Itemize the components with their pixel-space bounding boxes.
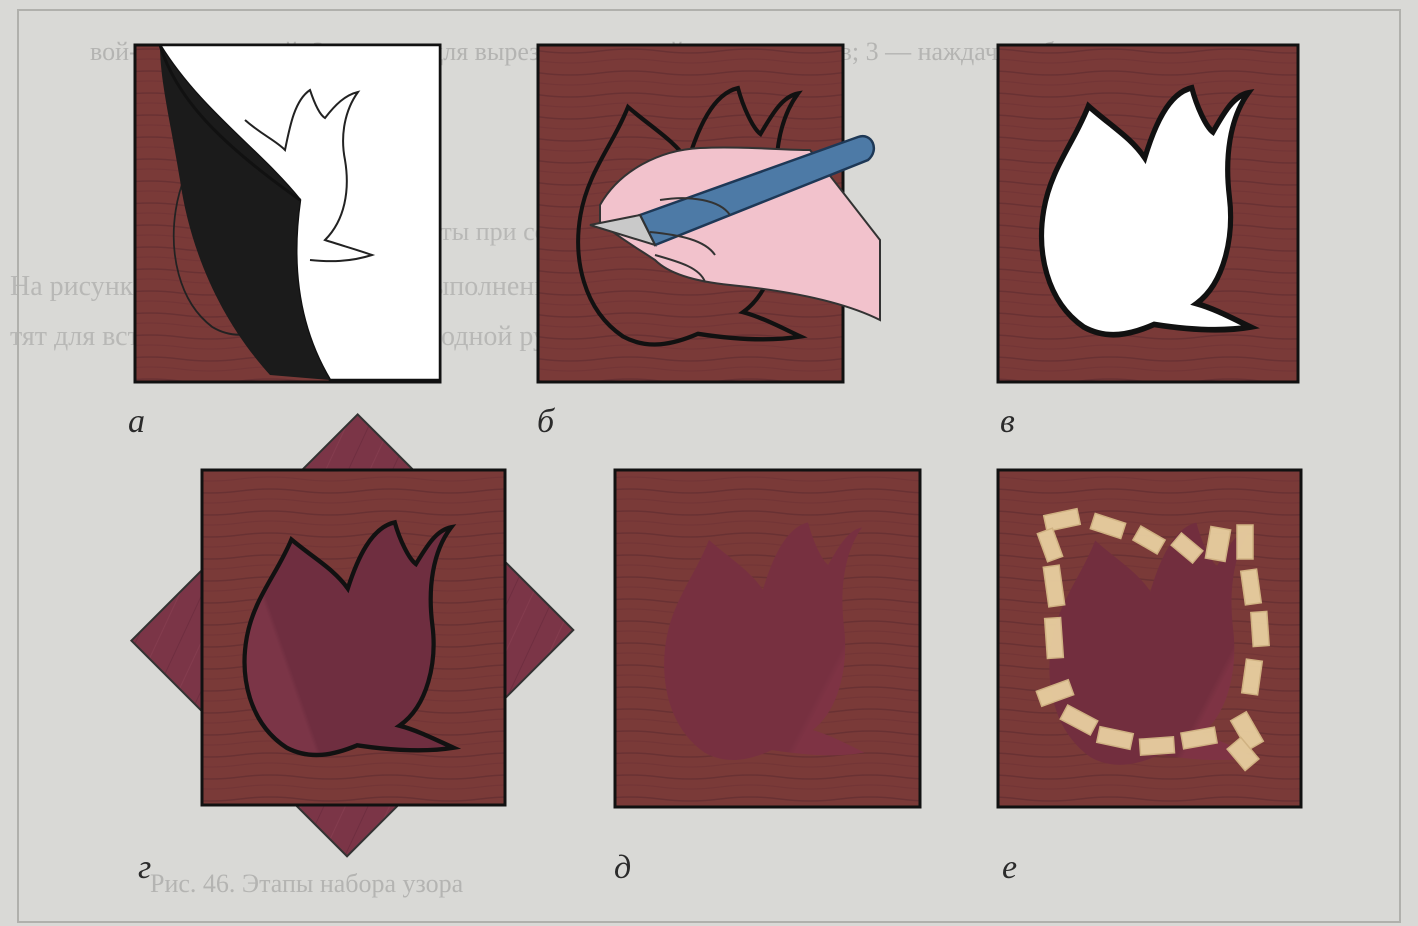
bleed-caption: Рис. 46. Этапы набора узора [150,869,464,898]
tape-strip [1139,737,1174,755]
tape-strip [1237,525,1253,559]
panel-g-label: г [138,849,151,886]
panel-v-label: в [1000,403,1015,440]
panel-a-label: а [128,403,145,440]
panel-b-label: б [537,403,556,440]
tape-strip [1045,617,1064,658]
panel-d [615,470,920,807]
panel-v [998,45,1298,382]
panel-e-label: е [1002,849,1017,886]
panel-d-label: д [614,849,631,886]
panel-a [135,45,440,382]
tape-strip [1251,611,1269,646]
panel-e [998,470,1301,807]
panel-b [538,45,880,382]
panel-g [131,414,573,856]
